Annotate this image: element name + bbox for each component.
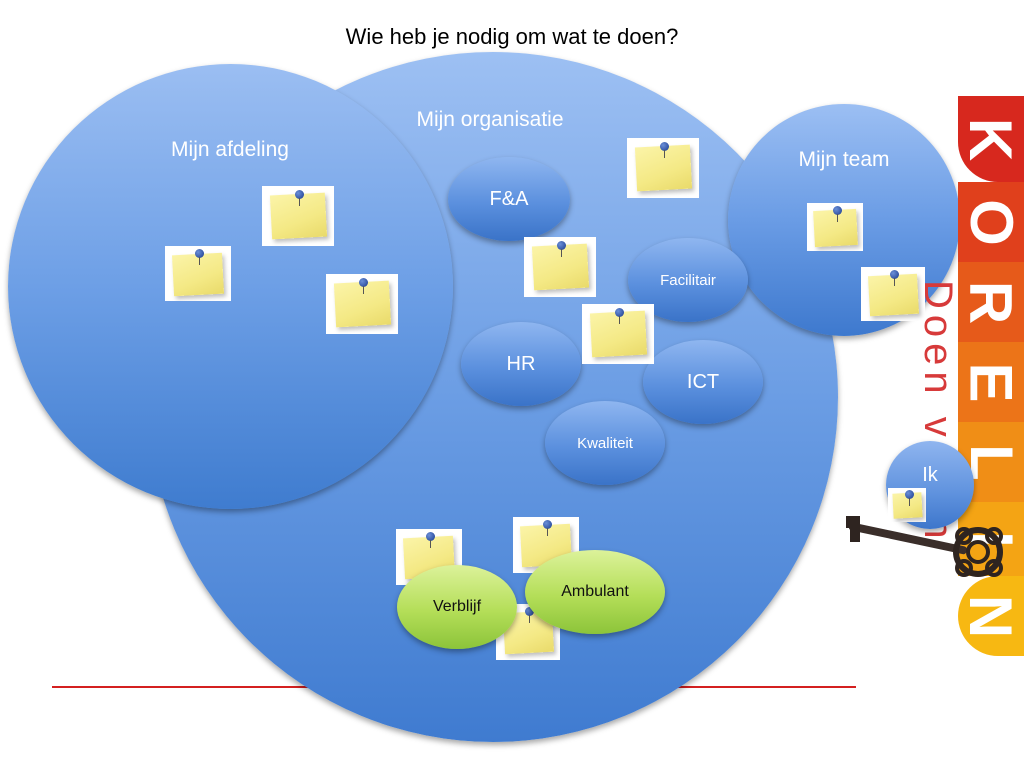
sticky-note bbox=[888, 488, 926, 522]
oval-ambulant-label: Ambulant bbox=[561, 583, 629, 600]
sticky-note bbox=[582, 304, 654, 364]
oval-kwaliteit-label: Kwaliteit bbox=[577, 434, 633, 452]
oval-hr-label: HR bbox=[506, 352, 536, 375]
label-mijn-team: Mijn team bbox=[798, 148, 890, 171]
oval-fa-label: F&A bbox=[489, 187, 529, 210]
oval-kwaliteit: Kwaliteit bbox=[545, 401, 665, 485]
oval-fa: F&A bbox=[448, 157, 570, 241]
oval-hr: HR bbox=[461, 322, 581, 406]
sticky-note bbox=[165, 246, 231, 301]
key-icon bbox=[846, 516, 1003, 577]
sticky-note bbox=[807, 203, 863, 251]
oval-verblijf-label: Verblijf bbox=[432, 598, 482, 615]
oval-facilitair-label: Facilitair bbox=[660, 271, 716, 289]
logo-letter: N bbox=[957, 594, 1024, 638]
sticky-note bbox=[627, 138, 699, 198]
logo-letter: K bbox=[957, 117, 1024, 161]
sticky-note bbox=[326, 274, 398, 334]
oval-ict-label: ICT bbox=[686, 370, 720, 393]
label-mijn-afdeling: Mijn afdeling bbox=[171, 138, 289, 161]
korel-logo: K O R E L I N bbox=[957, 96, 1024, 656]
logo-letter: R bbox=[957, 280, 1024, 324]
logo-letter: O bbox=[957, 198, 1024, 246]
oval-ict: ICT bbox=[643, 340, 763, 424]
label-ik: Ik bbox=[922, 464, 938, 486]
label-mijn-organisatie: Mijn organisatie bbox=[416, 108, 564, 131]
oval-verblijf: Verblijf bbox=[397, 565, 517, 649]
sticky-note bbox=[262, 186, 334, 246]
sticky-note bbox=[861, 267, 925, 321]
logo-letter: E bbox=[957, 361, 1024, 403]
oval-ambulant: Ambulant bbox=[525, 550, 665, 634]
page-title: Wie heb je nodig om wat te doen? bbox=[345, 24, 679, 49]
sticky-note bbox=[524, 237, 596, 297]
